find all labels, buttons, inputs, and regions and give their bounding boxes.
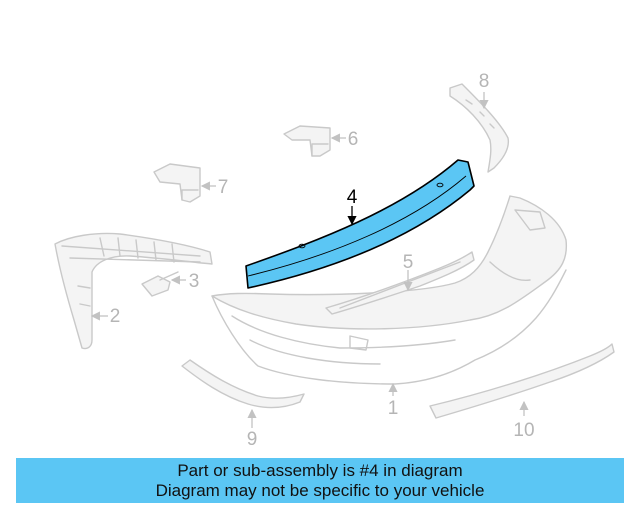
callout-9: 9: [247, 429, 258, 450]
callout-8: 8: [479, 71, 490, 92]
callout-10: 10: [513, 420, 534, 441]
part-10-lower-molding: [429, 343, 615, 419]
callout-3: 3: [189, 271, 200, 292]
callout-5: 5: [403, 252, 414, 273]
callout-2: 2: [110, 306, 121, 327]
part-3-bolt: [141, 271, 186, 297]
part-8-side-retainer: [449, 83, 510, 173]
callout-4: 4: [347, 187, 358, 208]
part-7-bracket: [153, 163, 216, 203]
callout-6: 6: [348, 129, 359, 150]
parts-diagram: 1 2 3 4 5 6 7 8 9 10: [54, 71, 615, 450]
banner-line-2: Diagram may not be specific to your vehi…: [155, 480, 485, 500]
part-1-bumper-cover: [211, 195, 568, 385]
part-9-lower-molding: [181, 359, 305, 428]
impact-bar-shape[interactable]: [245, 159, 475, 289]
part-6-bracket: [283, 125, 346, 157]
callout-1: 1: [388, 398, 399, 419]
banner-line-1: Part or sub-assembly is #4 in diagram: [177, 460, 463, 480]
part-2-side-bracket: [54, 232, 213, 350]
info-banner: Part or sub-assembly is #4 in diagram Di…: [16, 458, 624, 503]
part-5-reinforcement: [325, 251, 475, 315]
part-4-impact-bar[interactable]: [245, 159, 475, 289]
callout-7: 7: [218, 177, 229, 198]
